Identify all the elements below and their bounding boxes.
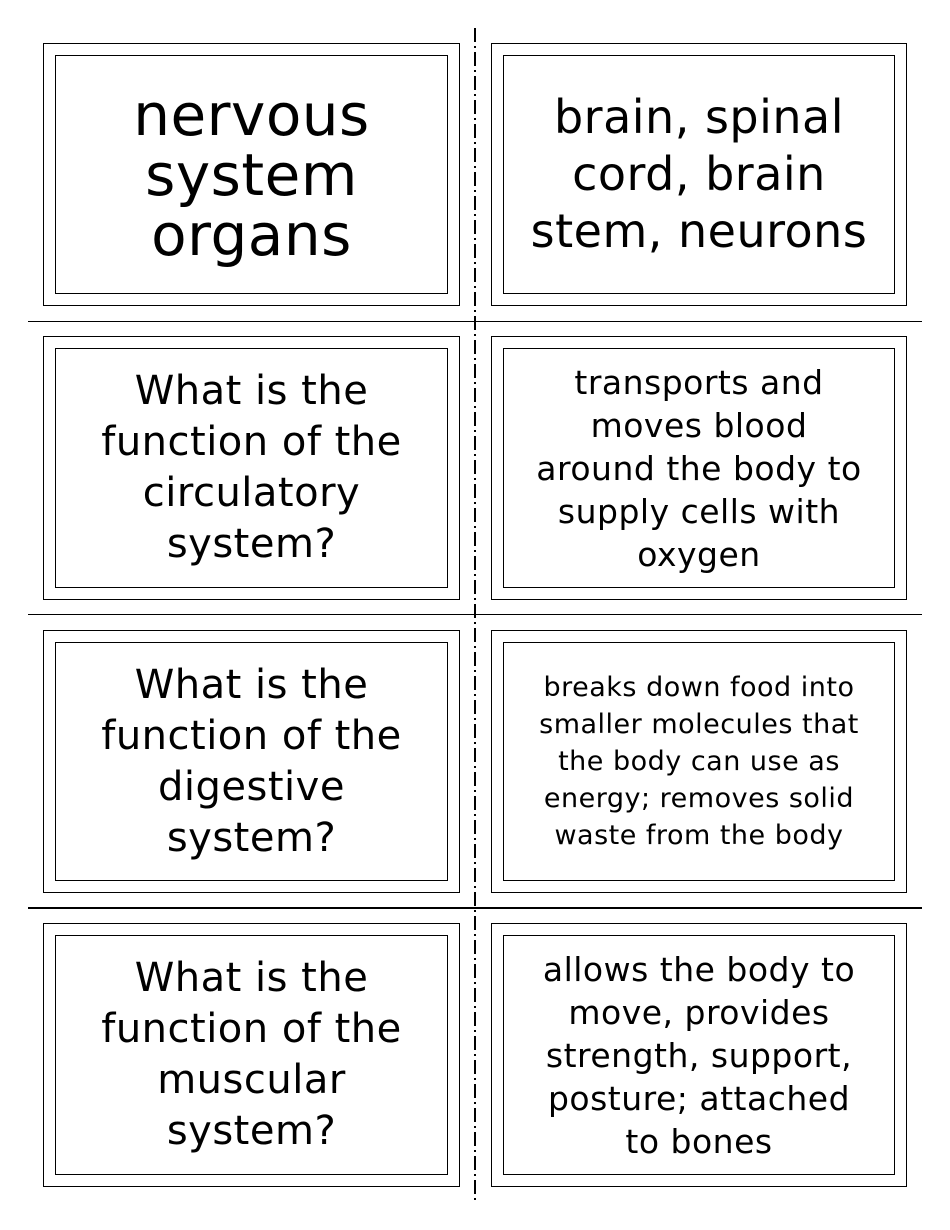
cut-line xyxy=(28,907,922,909)
flashcard-term: What is the function of the digestive sy… xyxy=(43,630,460,893)
flashcard-term: nervous system organs xyxy=(43,43,460,306)
flashcard-definition: transports and moves blood around the bo… xyxy=(491,336,907,600)
definition-text: transports and moves blood around the bo… xyxy=(536,362,862,574)
cut-line xyxy=(28,321,922,322)
term-text: What is the function of the muscular sys… xyxy=(101,955,402,1154)
definition-text: brain, spinal cord, brain stem, neurons xyxy=(530,90,868,258)
term-text: nervous system organs xyxy=(133,80,370,269)
flashcard-definition: breaks down food into smaller molecules … xyxy=(491,630,907,893)
flashcard-term: What is the function of the muscular sys… xyxy=(43,923,460,1187)
cut-line xyxy=(28,614,922,615)
flashcard-term: What is the function of the circulatory … xyxy=(43,336,460,600)
definition-text: allows the body to move, provides streng… xyxy=(542,949,856,1161)
term-text: What is the function of the circulatory … xyxy=(101,368,402,567)
flashcard-definition: allows the body to move, provides streng… xyxy=(491,923,907,1187)
definition-text: breaks down food into smaller molecules … xyxy=(539,672,859,851)
term-text: What is the function of the digestive sy… xyxy=(101,661,402,861)
fold-line xyxy=(474,28,476,1202)
flashcard-definition: brain, spinal cord, brain stem, neurons xyxy=(491,43,907,306)
